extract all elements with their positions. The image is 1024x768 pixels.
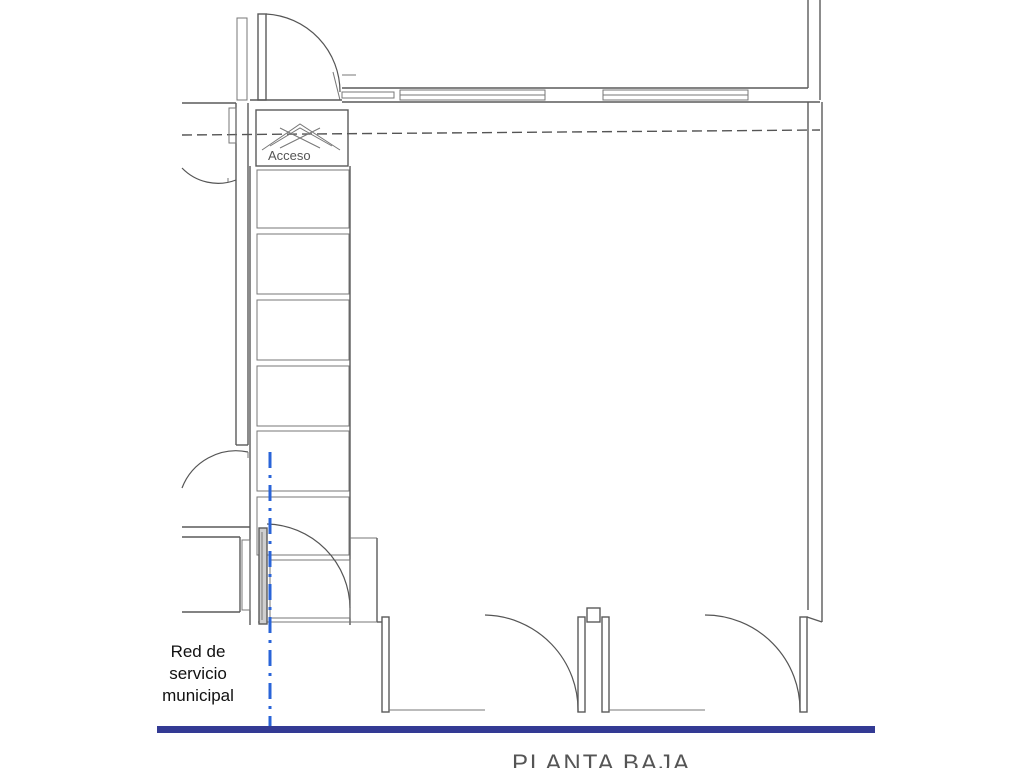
municipal-network-label: Red de servicio municipal bbox=[148, 641, 248, 707]
lower-left-door bbox=[181, 450, 249, 489]
right-outer-wall bbox=[807, 102, 823, 622]
access-label: Acceso bbox=[268, 148, 311, 163]
meter-panel-door bbox=[258, 523, 351, 625]
network-label-line-2: servicio bbox=[169, 664, 227, 683]
top-entry-door bbox=[236, 13, 356, 101]
top-facade-wall bbox=[341, 87, 820, 103]
top-right-wall bbox=[807, 0, 821, 100]
bottom-facade bbox=[377, 607, 823, 713]
street-line bbox=[157, 726, 875, 733]
plan-title: PLANTA BAJA bbox=[512, 750, 691, 768]
dashed-reference-line bbox=[181, 129, 821, 136]
lower-left-room bbox=[182, 526, 251, 613]
network-label-line-3: municipal bbox=[162, 686, 234, 705]
access-landing: Acceso bbox=[255, 109, 349, 167]
left-outer-wall bbox=[181, 102, 249, 446]
network-label-line-1: Red de bbox=[170, 642, 226, 661]
